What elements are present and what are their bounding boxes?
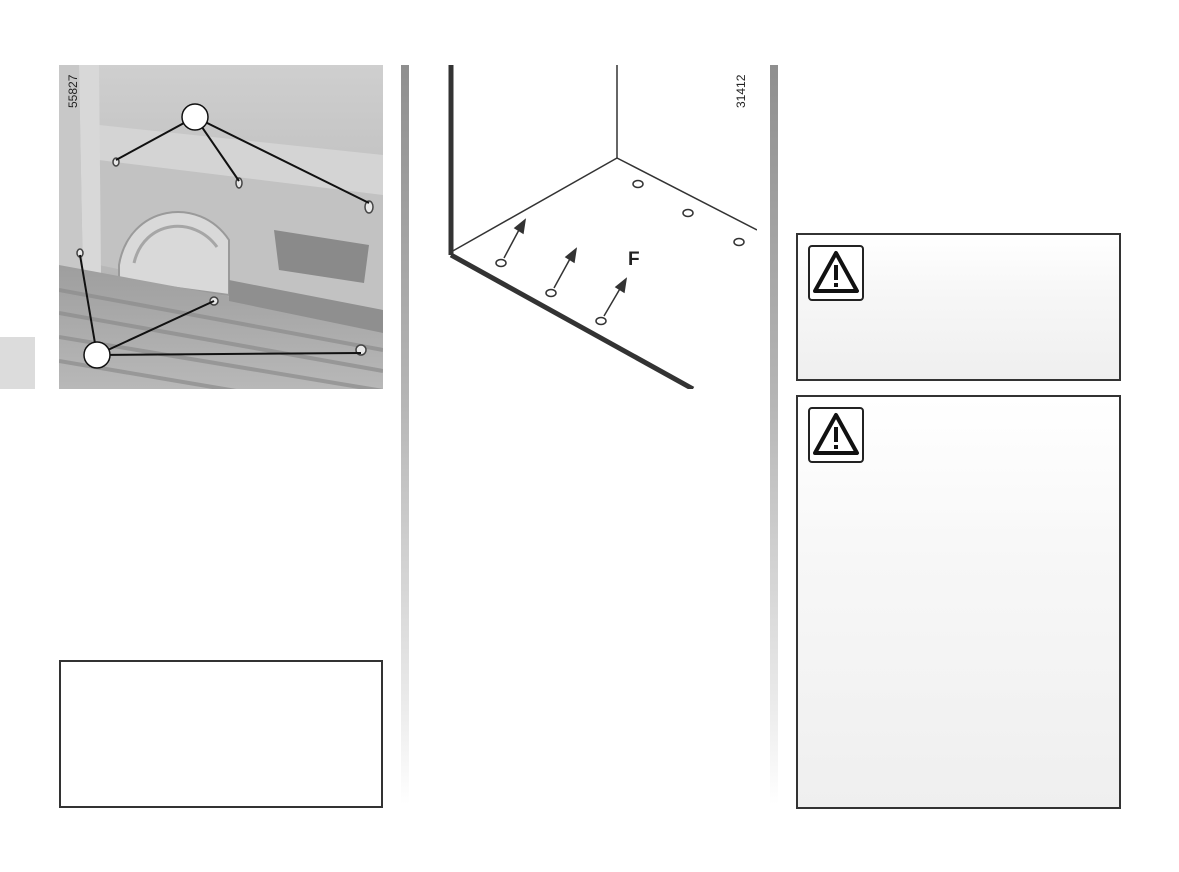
callout-label-f: F xyxy=(628,249,640,270)
note-box xyxy=(59,660,383,808)
warning-triangle-icon xyxy=(808,245,864,301)
warning-triangle-icon xyxy=(808,407,864,463)
column-divider-left xyxy=(401,65,409,805)
photo-reference-number: 55827 xyxy=(66,74,80,108)
cargo-area-photo xyxy=(59,65,383,389)
warning-box-1 xyxy=(796,233,1121,381)
diagram-reference-number: 31412 xyxy=(734,74,748,108)
page-edge-tab xyxy=(0,337,35,389)
floor-anchor-drawing xyxy=(448,65,757,389)
floor-anchor-diagram xyxy=(447,65,757,389)
warning-box-2 xyxy=(796,395,1121,809)
column-divider-right xyxy=(770,65,778,805)
cargo-area-illustration xyxy=(59,65,383,389)
